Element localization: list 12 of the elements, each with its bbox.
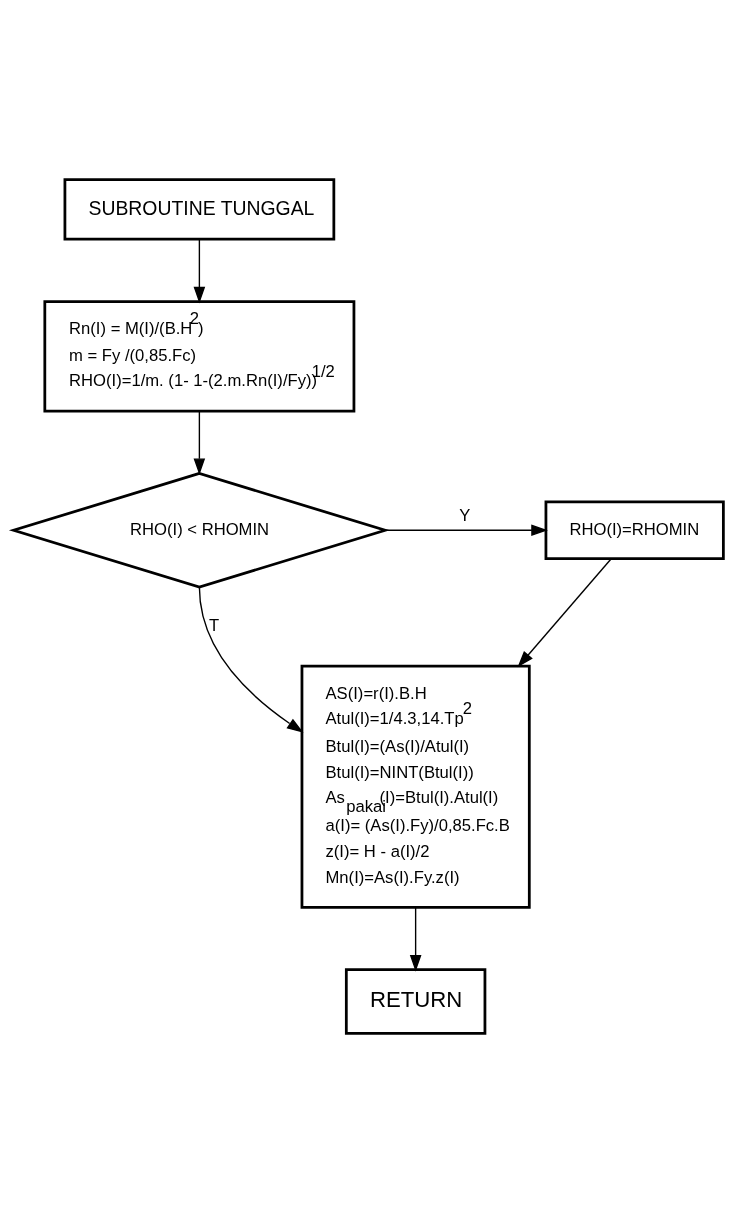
arrow <box>198 585 304 733</box>
node-box: RETURN <box>344 967 487 1035</box>
arrow <box>384 523 548 536</box>
node-box: RHO(I)=RHOMIN <box>544 499 725 560</box>
edge-label: Y <box>459 505 471 525</box>
edge-label: T <box>209 615 220 635</box>
arrow <box>409 906 422 972</box>
node-diamond: RHO(I) < RHOMIN <box>8 471 390 589</box>
node-box: SUBROUTINE TUNGGAL <box>63 177 336 241</box>
arrow <box>193 410 206 475</box>
arrow <box>193 238 206 303</box>
arrow <box>517 557 612 667</box>
